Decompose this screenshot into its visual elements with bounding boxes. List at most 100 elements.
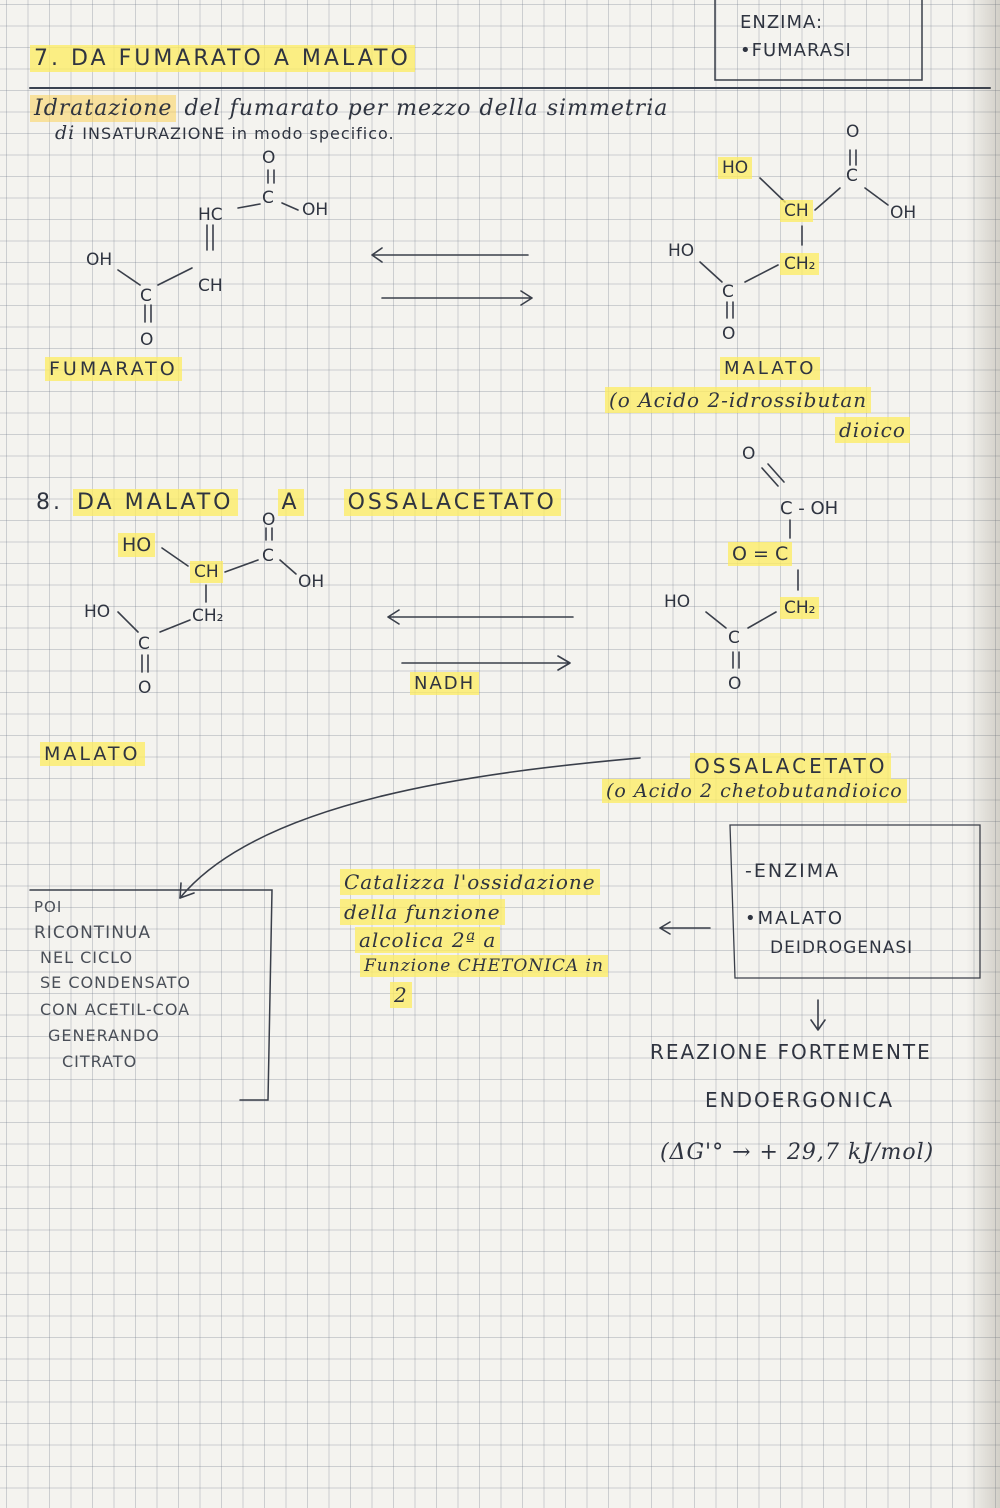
reaction-line3: (ΔG'° → + 29,7 kJ/mol)	[660, 1140, 935, 1165]
reaction-line1: REAZIONE FORTEMENTE	[650, 1040, 932, 1064]
section7-title: 7. DA FUMARATO A MALATO	[30, 45, 415, 72]
note-line5: CON ACETIL-COA	[40, 1000, 191, 1019]
mal8-ch-text: CH	[190, 561, 223, 583]
malate-alt-name: (o Acido 2-idrossibutan	[605, 387, 872, 413]
mal7-ho-left: HO	[668, 241, 695, 261]
oxal-o-eq-c-text: O = C	[728, 542, 793, 566]
reaction-line2: ENDOERGONICA	[705, 1088, 895, 1112]
section8-title-a: DA MALATO	[73, 489, 238, 516]
catalysis-line1-text: Catalizza l'ossidazione	[340, 869, 600, 895]
nadh-label: NADH	[410, 672, 480, 695]
fum-oh-left: OH	[86, 250, 113, 270]
section7-title-text: 7. DA FUMARATO A MALATO	[30, 45, 415, 72]
mal7-c-bottom: C	[722, 282, 734, 302]
malate-alt-1: (o Acido 2-idrossibutan	[605, 387, 872, 413]
reverse-arrow-8	[387, 609, 574, 625]
section7-desc-line1: Idratazione del fumarato per mezzo della…	[30, 95, 669, 122]
note-line2: RICONTINUA	[34, 923, 151, 943]
fum-ch: CH	[198, 276, 223, 296]
mal8-oh: OH	[298, 572, 325, 592]
fum-o-top: O	[262, 148, 276, 168]
mal7-o-top: O	[846, 122, 860, 142]
mal8-ch2: CH₂	[192, 606, 224, 626]
oxaloacetate-alt-text: (o Acido 2 chetobutandioico	[602, 779, 907, 803]
mal8-ch: CH	[190, 561, 223, 583]
mal7-ho-text: HO	[718, 157, 753, 179]
hydration-term: Idratazione	[30, 95, 177, 122]
catalysis-line2: della funzione	[340, 899, 505, 925]
oxal-o-bottom: O	[728, 674, 742, 694]
desc-di: di	[55, 122, 76, 144]
fumarate-label: FUMARATO	[45, 357, 182, 381]
curved-arrow	[179, 757, 641, 899]
oxal-ch2: CH₂	[780, 597, 820, 619]
nadh-text: NADH	[410, 672, 480, 695]
fum-c-bottom: C	[140, 286, 152, 306]
oxaloacetate-alt: (o Acido 2 chetobutandioico	[602, 779, 907, 803]
reverse-arrow-7	[371, 247, 529, 263]
catalysis-line1: Catalizza l'ossidazione	[340, 869, 600, 895]
mal7-c: C	[846, 166, 858, 186]
mal8-ho: HO	[118, 533, 156, 557]
note-line3: NEL CICLO	[40, 948, 134, 967]
mal7-ch2-text: CH₂	[780, 253, 820, 275]
fum-c-top: C	[262, 188, 274, 208]
oxal-o-eq-c: O = C	[728, 542, 793, 566]
note-line4: SE CONDENSATO	[40, 973, 192, 992]
section8-title-c: OSSALACETATO	[343, 489, 561, 516]
mal8-o-bottom: O	[138, 678, 152, 698]
catalysis-line5-text: 2	[390, 982, 412, 1008]
forward-arrow-7	[381, 290, 533, 306]
catalysis-line3: alcolica 2ª a	[355, 927, 501, 953]
malate-alt-name-2: dioico	[835, 417, 910, 443]
fum-hc: HC	[198, 205, 223, 225]
oxal-ho: HO	[664, 592, 691, 612]
catalysis-line3-text: alcolica 2ª a	[355, 927, 501, 953]
mal8-ho-text: HO	[118, 533, 156, 557]
section8-title: 8. DA MALATO A OSSALACETATO	[36, 489, 561, 516]
mal8-c-bottom: C	[138, 634, 150, 654]
malate-label-7-text: MALATO	[720, 357, 821, 380]
mal8-o-top: O	[262, 510, 276, 530]
enzyme-heading-top: ENZIMA:	[740, 12, 824, 33]
section7-desc-rest: del fumarato per mezzo della simmetria	[184, 96, 669, 121]
note-line7: CITRATO	[62, 1052, 138, 1071]
catalysis-line4-text: Funzione CHETONICA in	[360, 955, 608, 977]
mal7-oh: OH	[890, 203, 917, 223]
catalysis-line5: 2	[390, 982, 412, 1008]
mal7-o-bottom: O	[722, 324, 736, 344]
malate-label-8-text: MALATO	[40, 742, 145, 766]
mal8-c: C	[262, 546, 274, 566]
malate-label-7: MALATO	[720, 357, 821, 380]
oxaloacetate-label: OSSALACETATO	[690, 753, 892, 779]
fum-oh: OH	[302, 200, 329, 220]
malate-label-8: MALATO	[40, 742, 145, 766]
oxal-ch2-text: CH₂	[780, 597, 820, 619]
enzyme-name-8-1: •MALATO	[745, 908, 844, 929]
forward-arrow-8	[401, 655, 571, 671]
fumarate-label-text: FUMARATO	[45, 357, 182, 381]
desc-insaturazione: INSATURAZIONE in modo specifico.	[82, 124, 395, 143]
catalysis-line4: Funzione CHETONICA in	[360, 955, 608, 977]
enzyme-heading-8: -ENZIMA	[745, 860, 841, 882]
oxal-c-bottom: C	[728, 628, 740, 648]
mal7-ch-text: CH	[780, 200, 813, 222]
malate-alt-2: dioico	[835, 417, 910, 443]
enzyme-name-top: •FUMARASI	[740, 40, 852, 61]
section8-title-b: A	[277, 489, 304, 516]
catalysis-line2-text: della funzione	[340, 899, 505, 925]
oxal-o-top: O	[742, 444, 756, 464]
mal7-ch: CH	[780, 200, 813, 222]
note-line6: GENERANDO	[48, 1026, 160, 1045]
oxal-c-oh: C - OH	[780, 498, 839, 519]
mal7-ch2: CH₂	[780, 253, 820, 275]
oxaloacetate-label-text: OSSALACETATO	[690, 753, 892, 779]
section7-desc-line2: di INSATURAZIONE in modo specifico.	[55, 124, 395, 143]
enzyme-name-8-2: DEIDROGENASI	[770, 938, 914, 958]
section8-num: 8.	[36, 490, 63, 515]
note-line1: POI	[34, 898, 63, 916]
mal7-ho: HO	[718, 157, 753, 179]
fum-o-bottom: O	[140, 330, 154, 350]
mal8-ho-left: HO	[84, 602, 111, 622]
